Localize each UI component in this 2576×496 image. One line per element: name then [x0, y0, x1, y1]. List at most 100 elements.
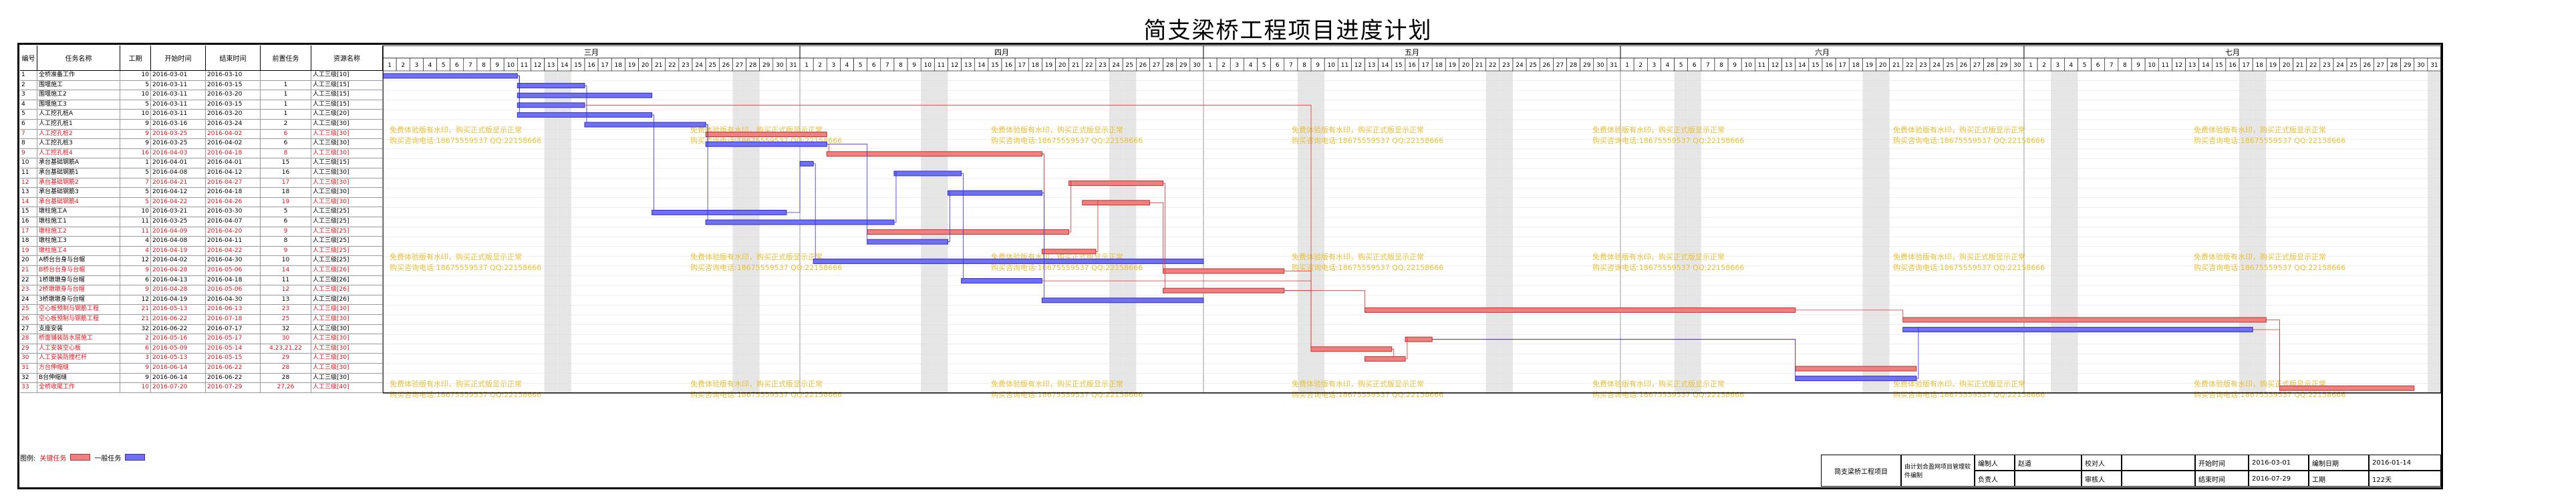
task-end: 2016-05-15	[206, 354, 261, 363]
task-name: 空心板预制与钢筋工程	[37, 305, 120, 314]
day-label: 1	[805, 62, 809, 69]
task-end: 2016-04-26	[206, 197, 261, 207]
day-label: 11	[1758, 62, 1765, 69]
task-duration: 10	[120, 90, 151, 100]
day-cell	[2427, 57, 2441, 72]
header-duration: 工期	[120, 45, 151, 71]
task-end: 2016-04-18	[206, 188, 261, 197]
dependency-link	[1405, 337, 1408, 360]
task-duration: 3	[120, 354, 151, 363]
task-pred: 29	[261, 354, 311, 363]
task-name: 人工安装防撞栏杆	[37, 354, 120, 363]
task-name: 支座安装	[37, 324, 120, 334]
weekend-shade	[1123, 71, 1137, 393]
task-end: 2016-04-22	[206, 246, 261, 256]
task-start: 2016-05-09	[151, 344, 206, 354]
task-duration: 6	[120, 275, 151, 285]
day-label: 1	[2029, 62, 2033, 69]
task-end: 2016-07-29	[206, 383, 261, 392]
task-pred: 18	[261, 188, 311, 197]
task-end: 2016-04-20	[206, 227, 261, 237]
task-start: 2016-04-28	[151, 266, 206, 275]
footer-checker-label: 校对人	[2082, 455, 2122, 471]
day-label: 10	[2148, 62, 2156, 69]
task-name: 人工安装空心板	[37, 344, 120, 354]
day-label: 19	[1449, 62, 1457, 69]
day-label: 14	[978, 62, 986, 69]
task-name: 人工挖孔桩A	[37, 110, 120, 119]
task-no: 31	[20, 364, 37, 373]
task-start: 2016-04-08	[151, 237, 206, 246]
task-end: 2016-03-15	[206, 80, 261, 90]
day-label: 10	[507, 62, 515, 69]
task-bar	[1405, 336, 1433, 342]
task-start: 2016-05-13	[151, 305, 206, 314]
day-label: 27	[1973, 62, 1981, 69]
watermark-line1: 免费体验版有水印，购买正式版显示正常	[1893, 252, 2025, 261]
task-duration: 10	[120, 383, 151, 392]
watermark-line1: 免费体验版有水印，购买正式版显示正常	[690, 252, 823, 261]
day-label: 15	[2215, 62, 2223, 69]
dependency-link	[1432, 339, 1796, 377]
task-bar	[867, 239, 948, 245]
month-label: 六月	[1815, 48, 1830, 57]
task-duration: 11	[120, 217, 151, 227]
task-pred: 19	[261, 197, 311, 207]
day-label: 19	[2269, 62, 2277, 69]
weekend-shade	[2427, 71, 2441, 393]
day-label: 5	[859, 62, 863, 69]
task-duration: 4	[120, 246, 151, 256]
task-no: 4	[20, 100, 37, 110]
day-label: 9	[912, 62, 916, 69]
task-duration: 12	[120, 295, 151, 305]
task-pred: 6	[261, 217, 311, 227]
task-bar	[705, 219, 895, 225]
task-name: 围堰施工2	[37, 90, 120, 100]
task-res: 人工三级[30]	[311, 120, 383, 129]
task-end: 2016-04-02	[206, 139, 261, 148]
task-end: 2016-06-13	[206, 305, 261, 314]
day-label: 24	[2336, 62, 2344, 69]
task-name: 全桥准备工作	[37, 71, 120, 80]
task-duration: 2	[120, 334, 151, 344]
day-label: 6	[872, 62, 876, 69]
day-label: 26	[1139, 62, 1147, 69]
legend-label: 图例:	[20, 455, 36, 463]
watermark-line2: 购买咨询电话:18675559537 QQ:22158666	[991, 263, 1143, 272]
day-label: 20	[641, 62, 650, 69]
day-label: 27	[1556, 62, 1564, 69]
watermark-line1: 免费体验版有水印，购买正式版显示正常	[1292, 379, 1424, 388]
day-label: 10	[1327, 62, 1335, 69]
task-bar	[2279, 385, 2415, 391]
day-label: 6	[1693, 62, 1697, 69]
task-duration: 10	[120, 71, 151, 80]
dependency-link	[706, 124, 708, 221]
task-bar	[1310, 346, 1393, 352]
task-pred: 4,23,21,22	[261, 344, 311, 354]
day-label: 28	[749, 62, 757, 69]
day-label: 22	[2309, 62, 2317, 69]
day-label: 25	[2349, 62, 2357, 69]
dependency-link	[1042, 280, 1312, 348]
task-pred: 32	[261, 324, 311, 334]
task-end: 2016-03-15	[206, 100, 261, 110]
task-res: 人工三级[30]	[311, 148, 383, 158]
footer-approver-label: 审核人	[2082, 471, 2122, 487]
day-label: 27	[736, 62, 743, 69]
task-start: 2016-03-01	[151, 71, 206, 80]
day-label: 18	[615, 62, 623, 69]
task-no: 32	[20, 373, 37, 383]
task-bar	[517, 102, 585, 108]
task-res: 人工三级[15]	[311, 100, 383, 110]
task-no: 14	[20, 197, 37, 207]
task-pred: 6	[261, 139, 311, 148]
task-name: 2桥墩墩身与台帽	[37, 285, 120, 295]
